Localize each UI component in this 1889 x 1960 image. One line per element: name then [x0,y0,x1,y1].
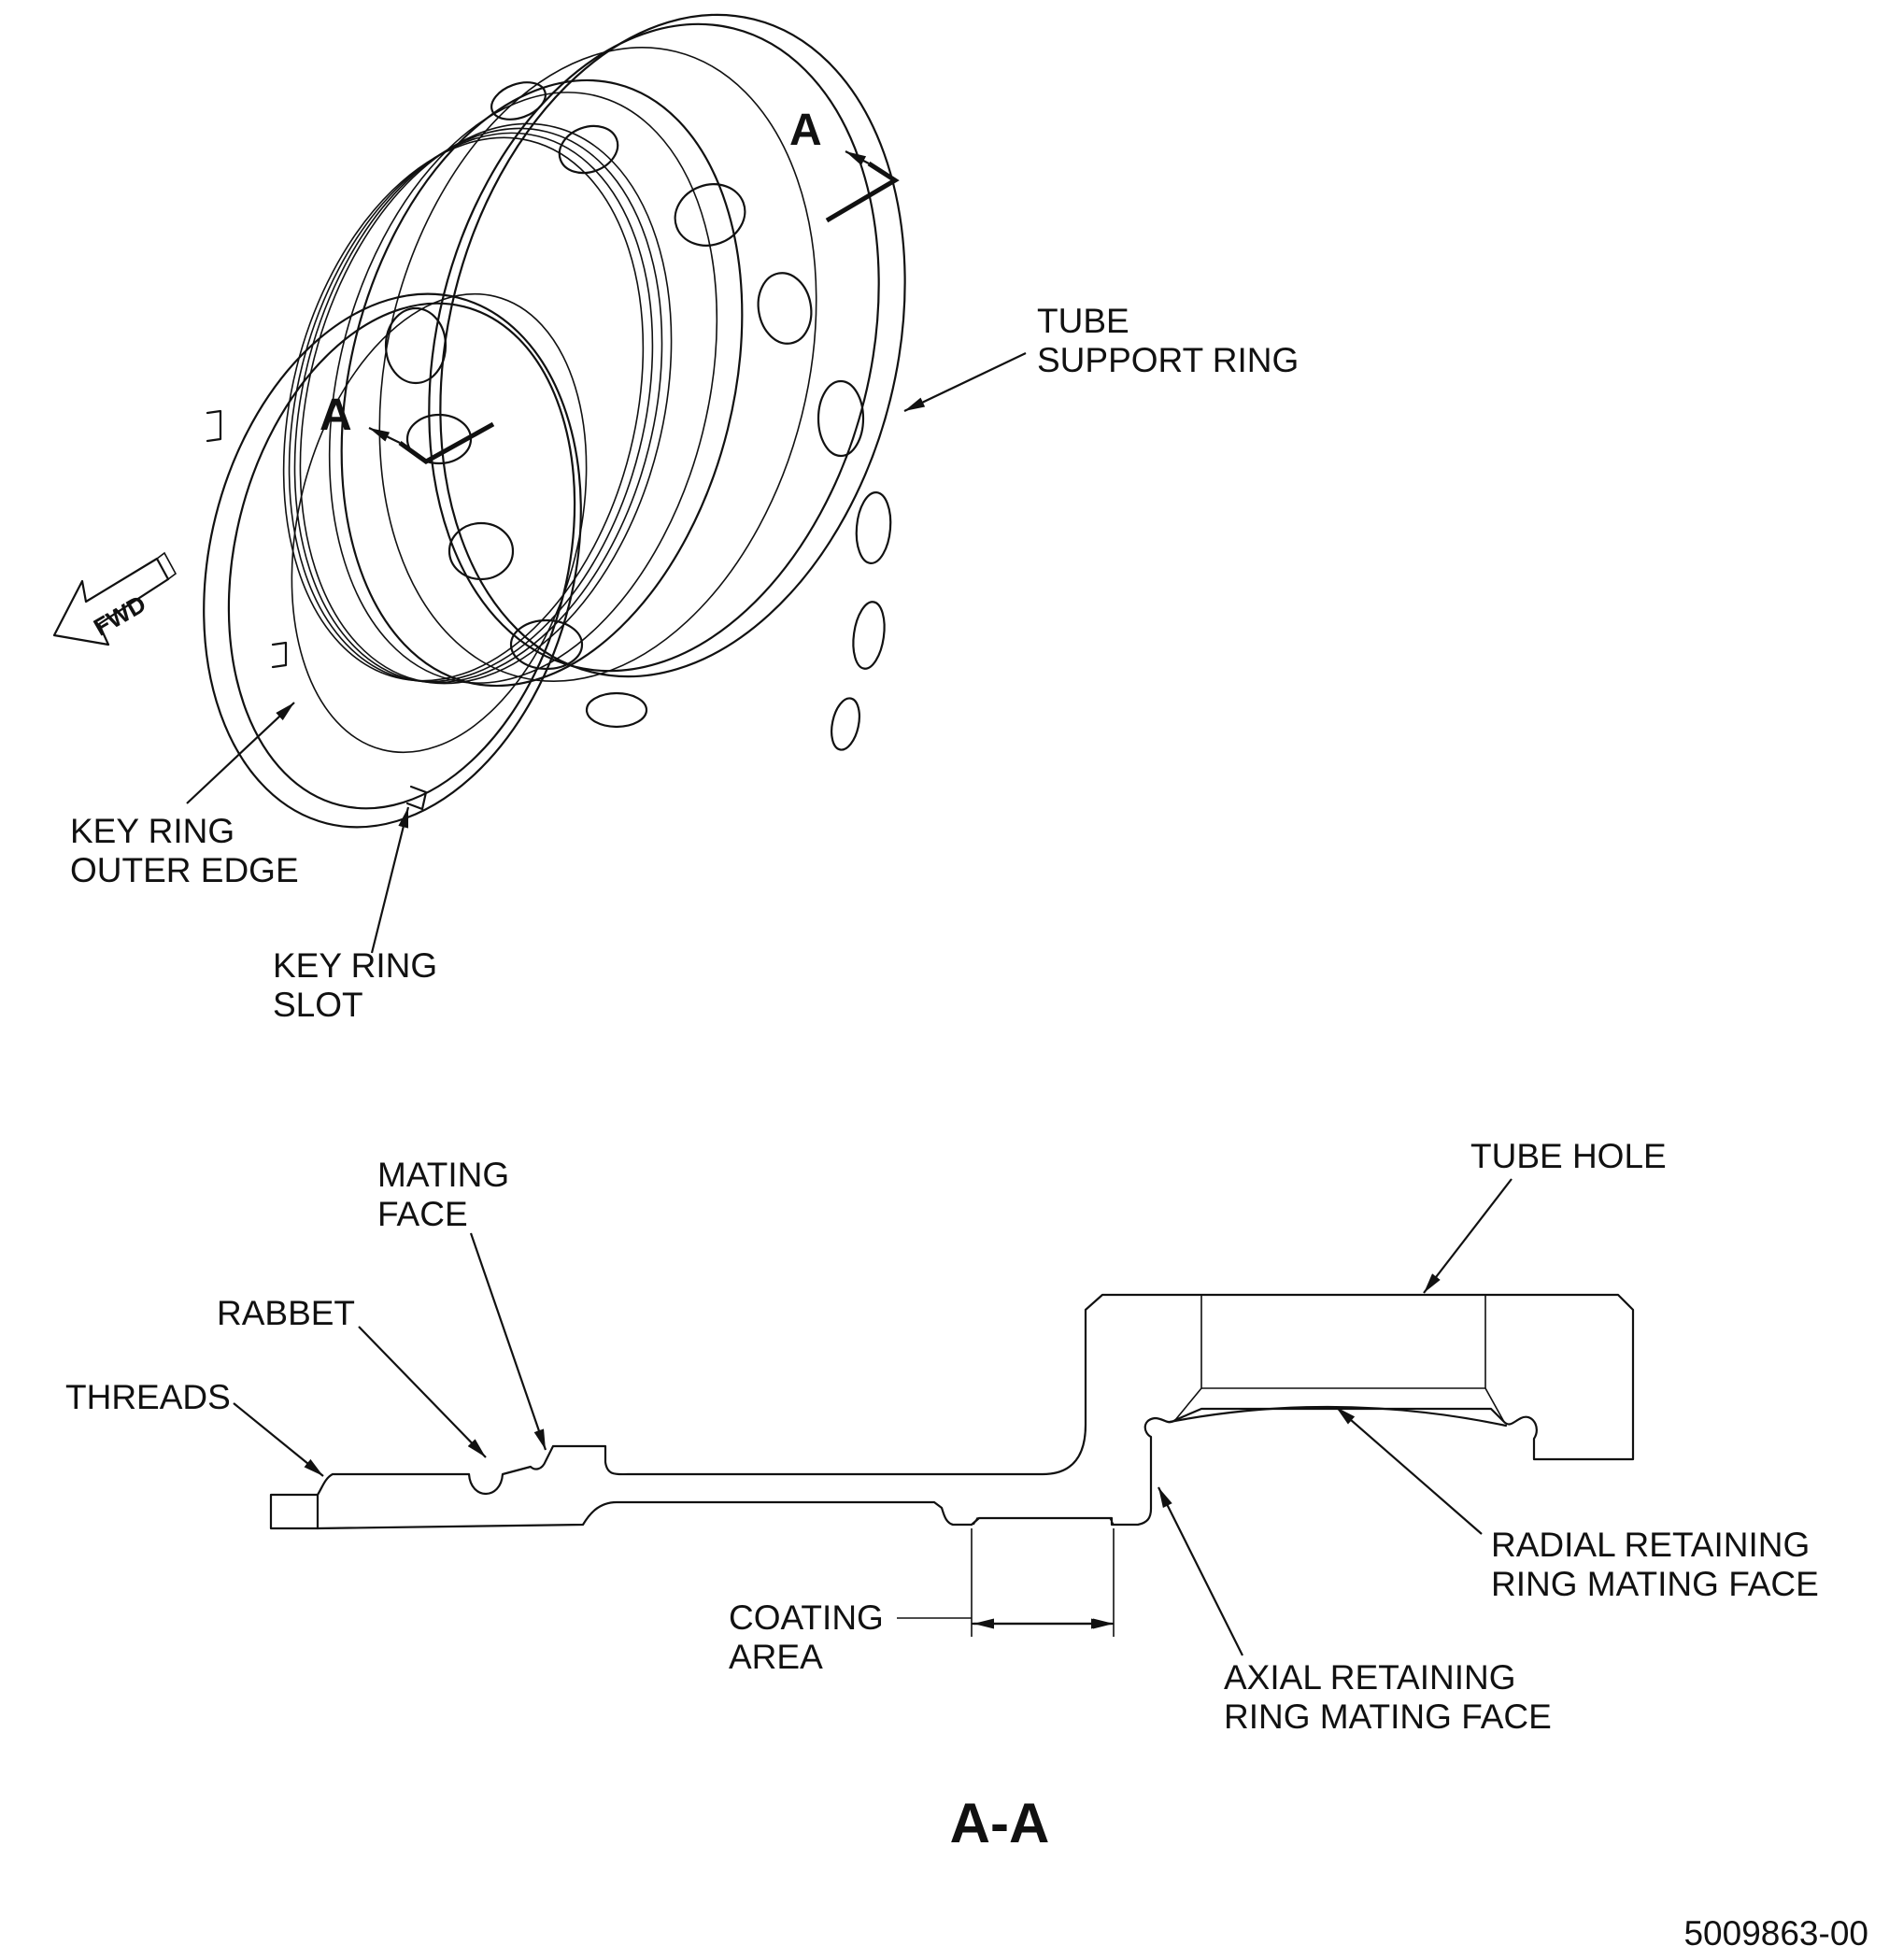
ring-outer-rim [439,13,906,678]
mating-face-label-2: FACE [377,1195,468,1233]
tube-hole-label: TUBE HOLE [1470,1137,1667,1175]
mating-face-label-1: MATING [377,1156,509,1194]
key-ring-outer-edge-label-1: KEY RING [70,812,234,850]
tube-support-ring-label-1: TUBE [1037,302,1129,340]
ring-outer-rim-inner [428,22,880,673]
key-ring-slot-left [206,409,222,443]
section-outline [316,1293,1635,1530]
rabbet-leader [358,1326,487,1458]
coating-area-label-1: COATING [729,1598,884,1637]
tube-support-ring-drawing [203,13,906,829]
coating-area-dimension [897,1528,1115,1637]
tube-hole-leader [1423,1178,1513,1294]
tube-support-ring-label-2: SUPPORT RING [1037,341,1299,379]
section-cut-a-bottom: A [320,391,495,464]
fwd-arrow: FWD [52,551,178,646]
tube-hole-chamfer-left [1174,1387,1202,1421]
thread-band-4 [282,136,645,682]
key-ring-outer-edge [203,292,582,829]
ring-bore [291,292,588,754]
radial-retaining-label-1: RADIAL RETAINING [1491,1526,1810,1564]
radial-retaining-leader [1335,1406,1483,1535]
key-ring-slot-left-low [271,641,288,669]
key-ring-slot-label-2: SLOT [273,986,363,1024]
thread-stub [269,1493,320,1530]
coating-step [973,1517,1115,1526]
axial-retaining-leader [1158,1486,1243,1656]
coating-area-label-2: AREA [729,1638,823,1676]
ring-flange [340,78,744,688]
section-a-a-profile [269,1293,1635,1530]
section-marker-a-top: A [789,106,822,155]
rabbet-label: RABBET [217,1294,355,1332]
section-cut-a-top: A [789,106,900,223]
tube-hole-chamfer-right [1484,1387,1505,1423]
tube-holes [384,81,892,751]
key-ring-slot-bottom [405,785,428,811]
axial-retaining-label-1: AXIAL RETAINING [1224,1658,1516,1697]
figure-number: 5009863-00 [1683,1914,1868,1953]
key-ring-outer-edge-leader [186,702,295,804]
threads-leader [233,1402,324,1477]
threads-label: THREADS [65,1378,231,1416]
thread-band-3 [288,132,654,683]
mating-face-leader [469,1232,547,1451]
axial-retaining-label-2: RING MATING FACE [1224,1697,1552,1736]
key-ring-outer-edge-label-2: OUTER EDGE [70,851,299,889]
section-marker-a-bottom: A [320,391,352,440]
ring-band-edge [378,47,817,682]
key-ring-slot-leader [370,806,410,954]
radial-retaining-label-2: RING MATING FACE [1491,1565,1819,1603]
thread-band-1 [299,122,673,685]
thread-band-2 [293,127,663,684]
section-title: A-A [950,1792,1050,1854]
key-ring-slot-label-1: KEY RING [273,946,437,985]
tube-support-ring-leader [903,352,1027,412]
key-ring-inner-edge [227,302,576,810]
